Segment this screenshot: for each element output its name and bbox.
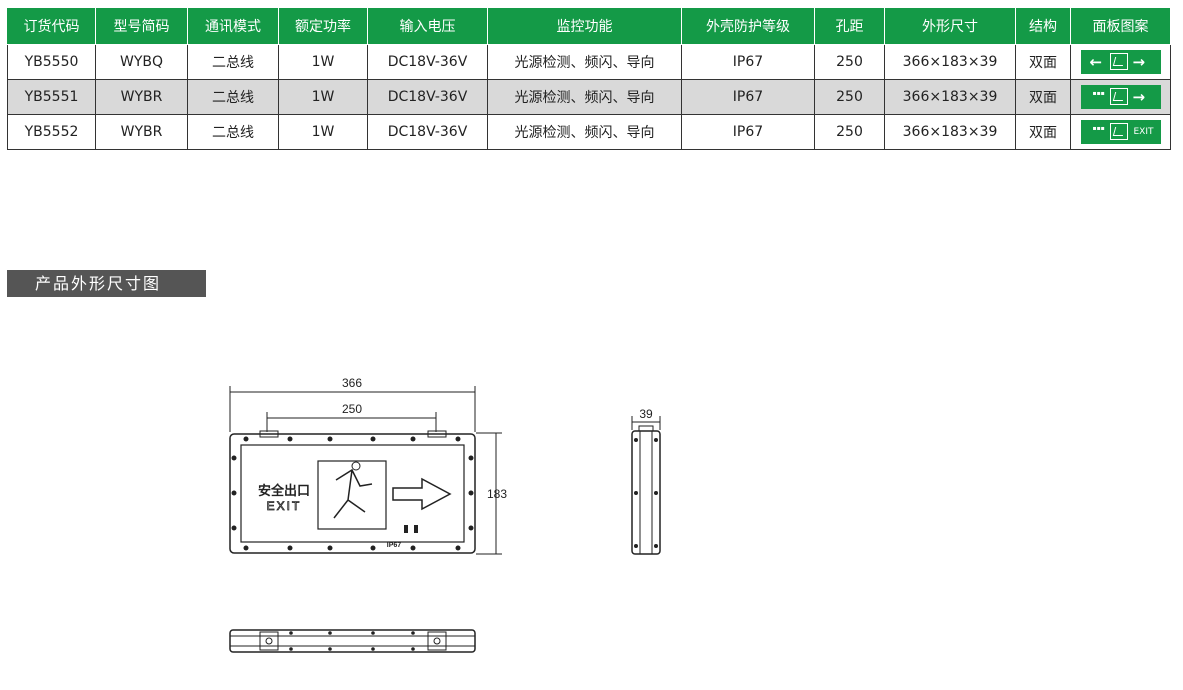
front-rating: IP67 (387, 542, 402, 549)
col-header-panel: 面板图案 (1070, 7, 1171, 45)
front-view-panel (240, 444, 465, 543)
cell-model: WYBQ (95, 44, 188, 80)
cell-model: WYBR (95, 114, 188, 150)
cell-ip: IP67 (681, 79, 815, 115)
table-header-row: 订货代码 型号简码 通讯模式 额定功率 输入电压 监控功能 外壳防护等级 孔距 … (7, 7, 1171, 45)
cell-ip: IP67 (681, 44, 815, 80)
col-header-voltage: 输入电压 (367, 7, 488, 45)
front-sign-cn: 安全出口 (258, 483, 310, 498)
cell-code: YB5550 (7, 44, 96, 80)
arrow-left-icon: ← (1089, 53, 1103, 71)
table-row: YB5551 WYBR 二总线 1W DC18V-36V 光源检测、频闪、导向 … (7, 79, 1171, 115)
cell-structure: 双面 (1015, 114, 1071, 150)
dim-depth-label: 39 (639, 407, 653, 421)
arrow-right-icon: → (1132, 88, 1146, 106)
dim-hole-label: 250 (342, 402, 362, 416)
cell-structure: 双面 (1015, 79, 1071, 115)
cell-hole: 250 (814, 114, 885, 150)
cell-voltage: DC18V-36V (367, 79, 488, 115)
table-row: YB5550 WYBQ 二总线 1W DC18V-36V 光源检测、频闪、导向 … (7, 44, 1171, 80)
cell-comm: 二总线 (187, 114, 279, 150)
section-title: 产品外形尺寸图 (7, 270, 206, 297)
front-view-body (229, 433, 476, 554)
mount-tab-left (259, 430, 279, 438)
cell-panel: ← → (1070, 44, 1171, 80)
cell-monitor: 光源检测、频闪、导向 (487, 114, 682, 150)
cell-structure: 双面 (1015, 44, 1071, 80)
front-sign-en: EXIT (267, 499, 302, 513)
arrow-right-icon: → (1132, 53, 1146, 71)
cell-hole: 250 (814, 79, 885, 115)
panel-sign-text-exit-icon: ▪▪▪ EXIT (1080, 120, 1161, 144)
cell-comm: 二总线 (187, 79, 279, 115)
col-header-order-code: 订货代码 (7, 7, 96, 45)
running-man-icon (1109, 88, 1128, 105)
cell-ip: IP67 (681, 114, 815, 150)
running-man-icon (317, 460, 387, 530)
col-header-structure: 结构 (1015, 7, 1071, 45)
cell-panel: ▪▪▪ → (1070, 79, 1171, 115)
spec-table: 订货代码 型号简码 通讯模式 额定功率 输入电压 监控功能 外壳防护等级 孔距 … (7, 7, 1171, 150)
screw-dots (231, 436, 658, 651)
cell-power: 1W (278, 79, 368, 115)
cell-code: YB5552 (7, 114, 96, 150)
col-header-ip: 外壳防护等级 (681, 7, 815, 45)
cell-power: 1W (278, 44, 368, 80)
col-header-hole: 孔距 (814, 7, 885, 45)
col-header-monitor: 监控功能 (487, 7, 682, 45)
exit-label: EXIT (1133, 127, 1154, 137)
running-man-icon (1109, 123, 1128, 140)
arrow-right-icon (392, 477, 452, 511)
mount-tab-right (427, 430, 447, 438)
panel-sign-text-arrow-icon: ▪▪▪ → (1080, 85, 1161, 109)
cell-panel: ▪▪▪ EXIT (1070, 114, 1171, 150)
cell-model: WYBR (95, 79, 188, 115)
exit-text-small-icon: ▪▪▪ (1092, 125, 1105, 132)
col-header-size: 外形尺寸 (884, 7, 1016, 45)
dim-height-label: 183 (487, 487, 507, 501)
cell-monitor: 光源检测、频闪、导向 (487, 44, 682, 80)
running-man-icon (1109, 53, 1128, 70)
dim-width-label: 366 (342, 376, 362, 390)
panel-sign-arrows-icon: ← → (1080, 50, 1161, 74)
bottom-view-body (229, 629, 476, 653)
cell-code: YB5551 (7, 79, 96, 115)
cell-size: 366×183×39 (884, 114, 1016, 150)
table-row: YB5552 WYBR 二总线 1W DC18V-36V 光源检测、频闪、导向 … (7, 114, 1171, 150)
cell-voltage: DC18V-36V (367, 114, 488, 150)
cell-monitor: 光源检测、频闪、导向 (487, 79, 682, 115)
exit-text-small-icon: ▪▪▪ (1092, 90, 1105, 97)
